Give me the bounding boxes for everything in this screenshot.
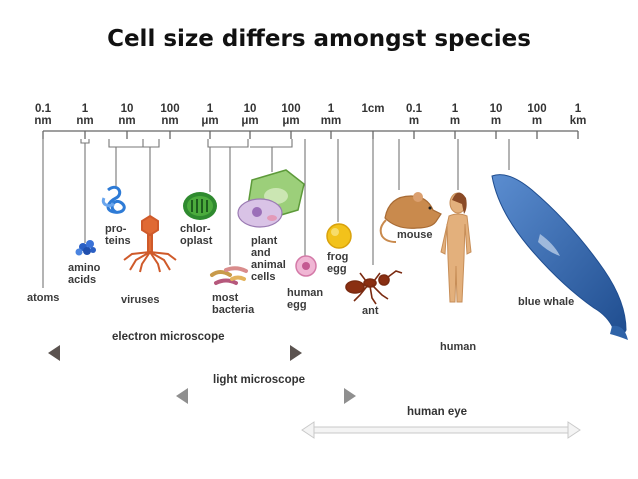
cells-bracket [250, 139, 293, 172]
label-frog-egg: frog egg [327, 251, 349, 275]
amino-acids-icon [75, 240, 96, 256]
bacteria-icon [210, 266, 248, 285]
human-icon [440, 192, 472, 303]
label-human-egg: human egg [287, 287, 324, 311]
label-human: human [440, 341, 477, 353]
label-human-eye: human eye [407, 406, 468, 418]
plant-animal-cells-icon [237, 169, 305, 228]
scale-line [42, 130, 579, 139]
blue-whale-icon [491, 174, 628, 340]
human-egg-icon [295, 255, 317, 277]
electron-microscope-arrow [48, 345, 302, 361]
chloroplast-icon [183, 192, 217, 220]
label-chloroplast: chlor- oplast [180, 223, 213, 247]
label-most-bacteria: most bacteria [212, 292, 255, 316]
page-title: Cell size differs amongst species [107, 26, 531, 52]
label-electron-microscope: electron microscope [112, 331, 225, 343]
amino-acids-bracket [80, 139, 90, 243]
leader-lines [42, 139, 510, 288]
viruses-bracket [127, 139, 160, 222]
label-plant-animal-cells: plant and animal cells [251, 235, 286, 283]
human-eye-arrow [301, 421, 581, 439]
chloroplast-bracket [207, 139, 249, 192]
label-viruses: viruses [121, 294, 160, 306]
tick-1-cm: 1cm [361, 103, 385, 115]
proteins-icon [101, 185, 126, 214]
label-ant: ant [362, 305, 379, 317]
ant-icon [345, 270, 403, 305]
label-light-microscope: light microscope [213, 374, 306, 386]
label-atoms: atoms [27, 292, 60, 304]
label-mouse: mouse [397, 229, 433, 241]
proteins-bracket [108, 139, 144, 189]
virus-icon [123, 214, 177, 273]
label-blue-whale: blue whale [518, 296, 575, 308]
label-amino-acids: amino acids [68, 262, 101, 286]
mouse-icon [379, 192, 442, 243]
label-proteins: pro- teins [105, 223, 131, 247]
frog-egg-icon [326, 223, 352, 249]
light-microscope-arrow [176, 388, 356, 404]
